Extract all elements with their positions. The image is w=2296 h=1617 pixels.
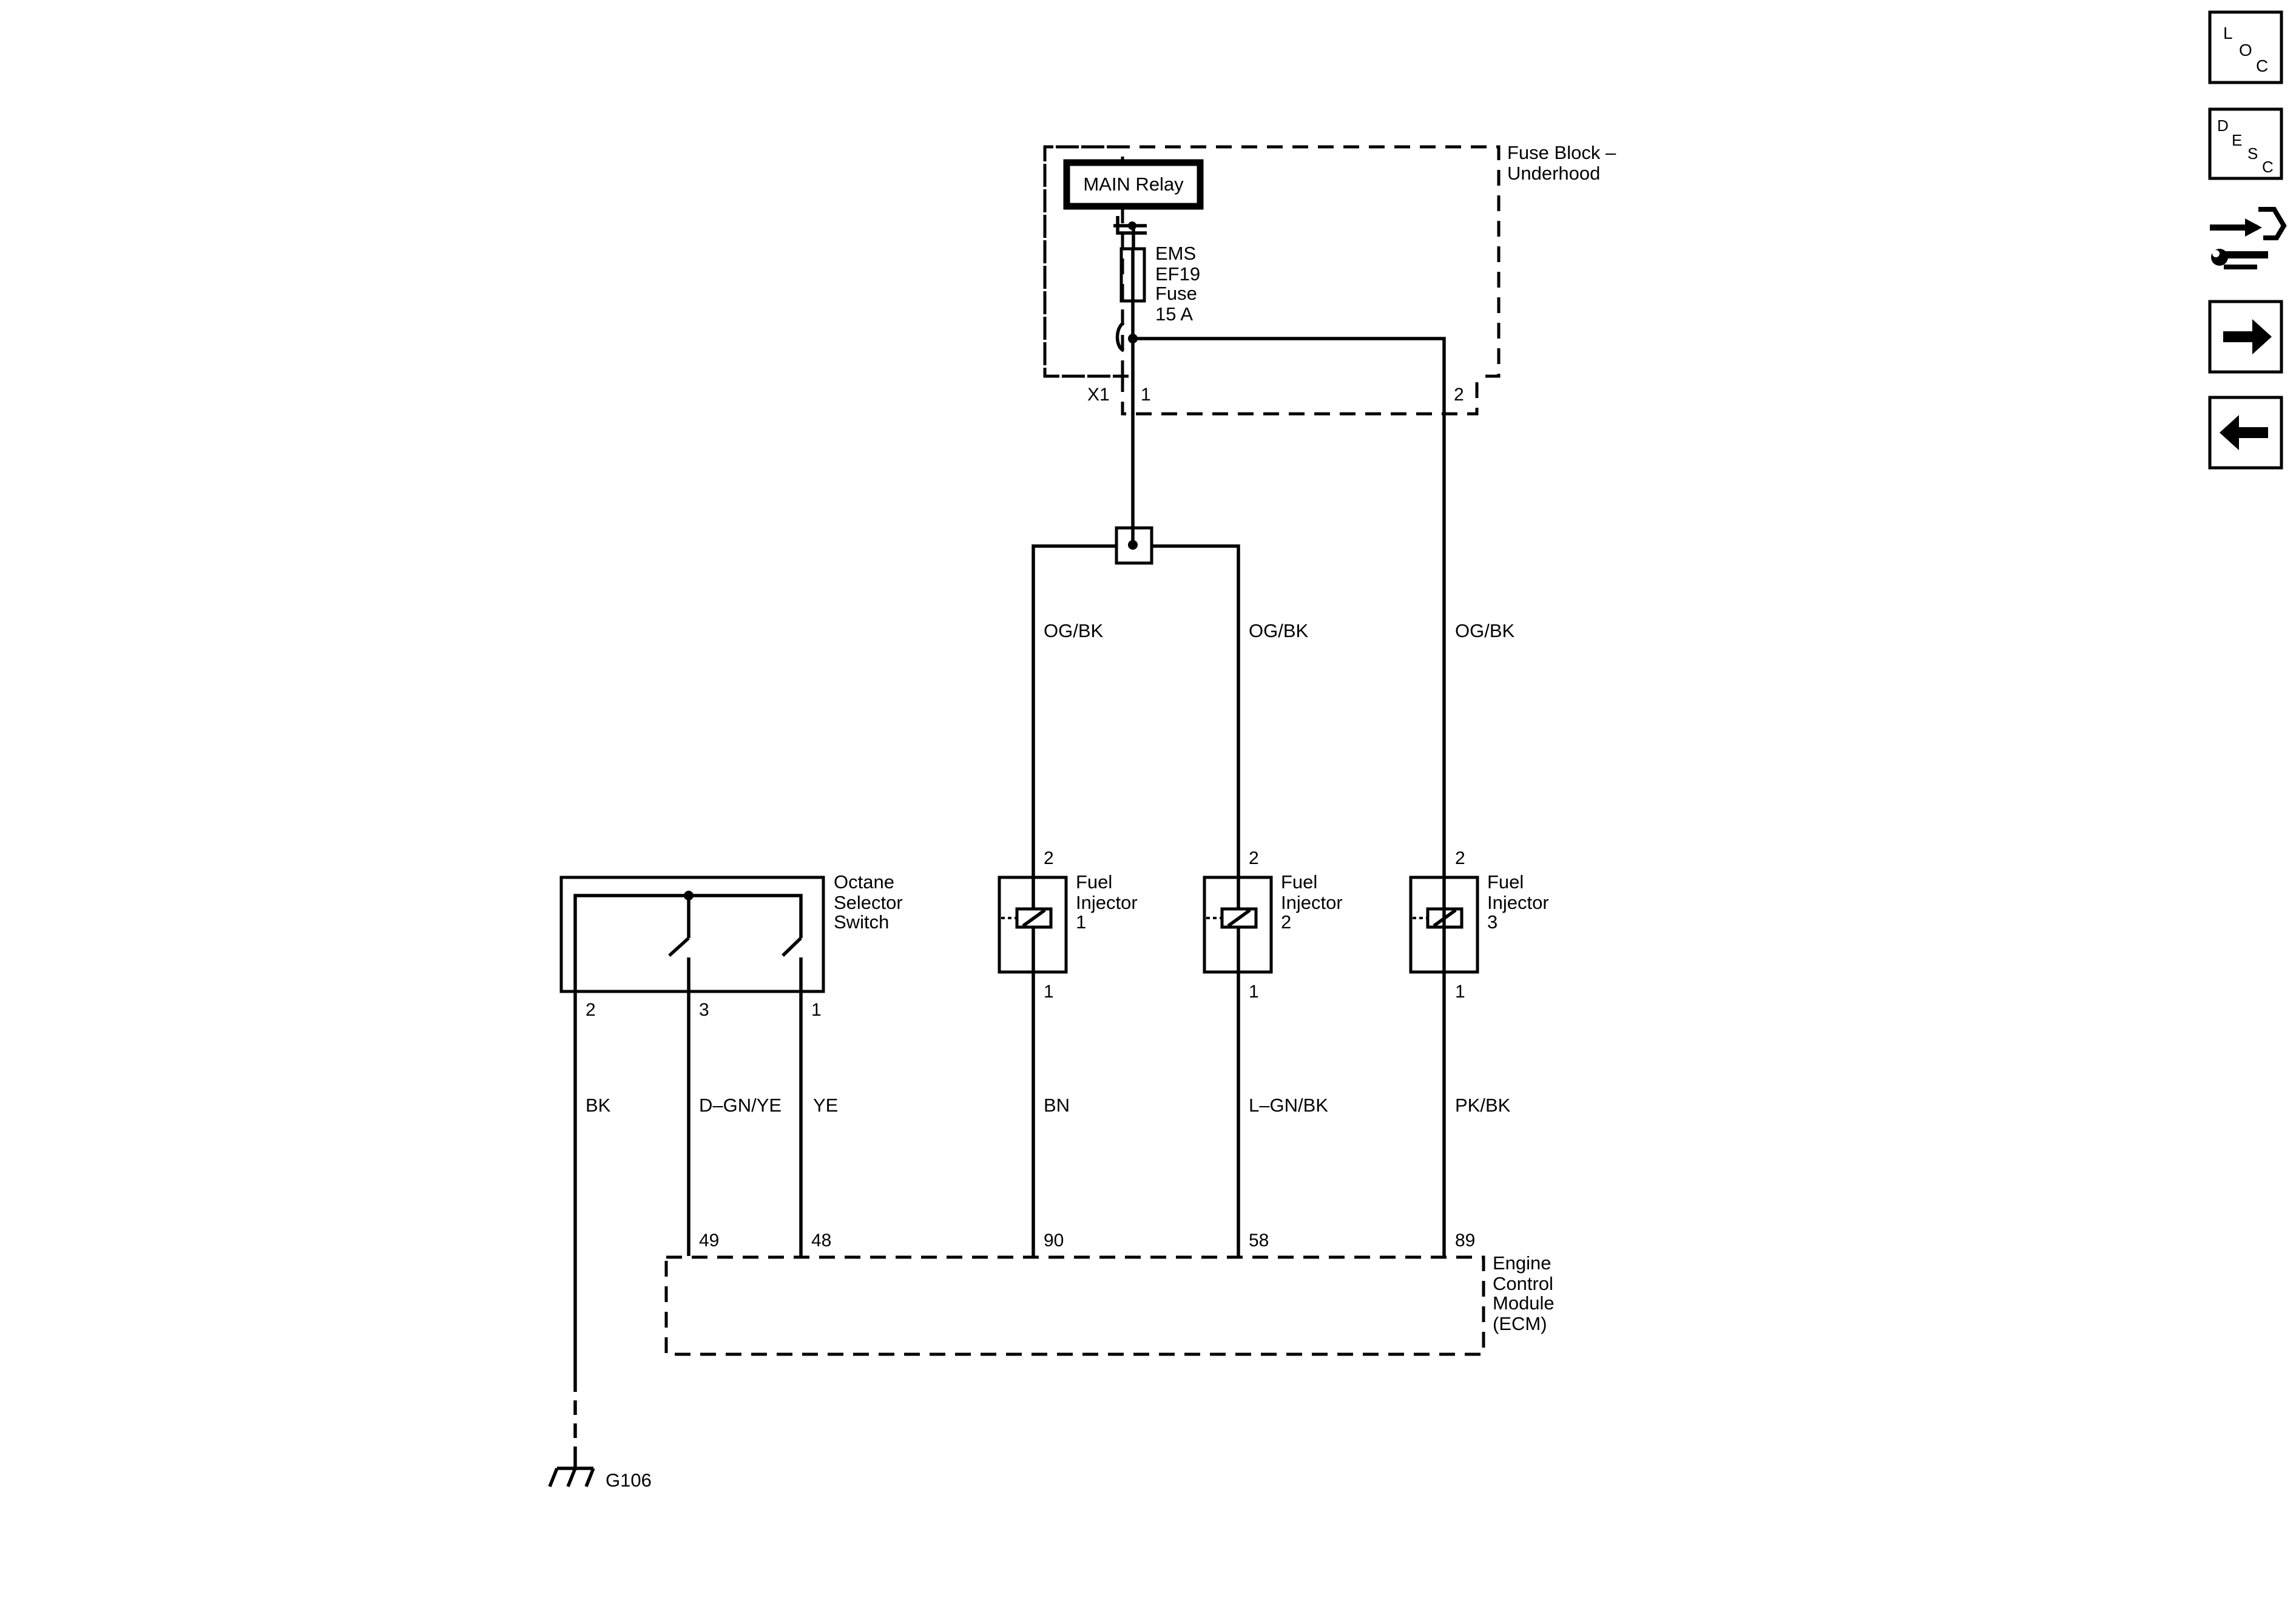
desc-letter-d: D	[2217, 116, 2229, 135]
wire-color-inj1-feed: OG/BK	[1044, 620, 1104, 641]
wire-color-inj3-feed: OG/BK	[1455, 620, 1515, 641]
wire-break-symbol	[1115, 321, 1125, 353]
wire-color-switch-pin2: BK	[586, 1095, 611, 1116]
ecm-label-line2: Control	[1493, 1273, 1553, 1294]
octane-selector-switch: 2 3 1 Octane Selector Switch	[559, 871, 903, 1377]
injector3-pin-1: 1	[1455, 982, 1465, 1002]
splice-node	[1128, 334, 1138, 343]
octane-switch-pin-2: 2	[586, 1000, 596, 1020]
injector2-label-line3: 2	[1281, 911, 1291, 933]
fuse-block-underhood: Fuse Block – Underhood MAIN Relay EMS EF…	[1043, 142, 1616, 1256]
ecm-pin-89: 89	[1455, 1230, 1475, 1251]
fuse-label-line3: Fuse	[1155, 283, 1197, 304]
loc-letter-o: O	[2239, 41, 2252, 59]
desc-button[interactable]: D E S C	[2208, 107, 2283, 180]
next-page-button[interactable]	[2208, 300, 2283, 374]
fuse-block-label-line1: Fuse Block –	[1507, 142, 1616, 163]
engine-control-module: 49 48 90 58 89 Engine Control Module (EC…	[664, 1230, 1555, 1356]
injector3-box	[1409, 876, 1479, 974]
switch-common-bus	[573, 894, 690, 1377]
feed-wire-injector2	[1152, 544, 1240, 862]
x1-pin-1: 1	[1141, 385, 1151, 405]
desc-letter-s: S	[2247, 144, 2258, 163]
fuse-label-line4: 15 A	[1155, 303, 1193, 325]
ground-label: G106	[606, 1470, 652, 1491]
fuse-label-line2: EF19	[1155, 263, 1200, 285]
injector3-label-line2: Injector	[1487, 892, 1549, 913]
injector1-label-line2: Injector	[1076, 892, 1138, 913]
octane-switch-label-line1: Octane	[834, 871, 894, 893]
splice-pack	[1032, 526, 1240, 862]
ecm-pin-90: 90	[1044, 1230, 1064, 1251]
fuel-injector-1: 2 1 Fuel Injector 1	[998, 848, 1138, 1256]
desc-letter-c: C	[2262, 158, 2274, 176]
octane-switch-box	[559, 876, 825, 993]
injector1-label-line3: 1	[1076, 911, 1086, 933]
injector2-pin-1: 1	[1249, 982, 1259, 1002]
injector3-pin-2: 2	[1455, 848, 1465, 868]
ground-g106: G106	[548, 1377, 652, 1491]
injector2-label-line1: Fuel	[1281, 871, 1317, 893]
ecm-pin-49: 49	[699, 1230, 719, 1251]
fuse-block-label-line2: Underhood	[1507, 163, 1600, 184]
wire-color-switch-pin1: YE	[813, 1095, 838, 1116]
relay-contact-node	[1128, 221, 1136, 230]
x1-connector-outline	[1121, 376, 1479, 416]
ecm-pin-48: 48	[811, 1230, 831, 1251]
fuse-block-outline	[1043, 145, 1501, 378]
arrow-left-icon	[2220, 415, 2268, 450]
switch-contact-3	[668, 936, 690, 957]
x1-connector-label: X1	[1087, 385, 1110, 405]
octane-switch-label-line3: Switch	[834, 911, 889, 933]
wire-color-inj3-ctrl: PK/BK	[1455, 1095, 1511, 1116]
loc-letter-l: L	[2223, 24, 2233, 42]
bus-to-injector3-wire	[1133, 337, 1446, 1256]
injector2-label-line2: Injector	[1281, 892, 1343, 913]
injector1-pin-1: 1	[1044, 982, 1054, 1002]
wire-color-switch-pin3: D–GN/YE	[699, 1095, 782, 1116]
ecm-label-line3: Module	[1493, 1292, 1555, 1314]
injector2-pin-2: 2	[1249, 848, 1259, 868]
octane-switch-label-line2: Selector	[834, 892, 903, 913]
injector3-label-line3: 3	[1487, 911, 1497, 933]
wire-color-inj1-ctrl: BN	[1044, 1095, 1070, 1116]
feed-wire-injector1	[1032, 544, 1116, 862]
connector-tool-button[interactable]	[2210, 207, 2287, 269]
ecm-pin-58: 58	[1249, 1230, 1269, 1251]
fuel-injector-3: 2 1 Fuel Injector 3	[1409, 848, 1549, 1002]
wire-color-inj2-ctrl: L–GN/BK	[1249, 1095, 1328, 1116]
desc-letter-e: E	[2232, 131, 2242, 149]
ecm-outline	[664, 1255, 1485, 1356]
injector1-label-line1: Fuel	[1076, 871, 1112, 893]
main-relay-label: MAIN Relay	[1083, 174, 1184, 195]
arrow-right-icon	[2223, 319, 2272, 354]
ecm-label-line4: (ECM)	[1493, 1313, 1547, 1334]
fuse-label-line1: EMS	[1155, 243, 1196, 264]
loc-button[interactable]: L O C	[2208, 10, 2283, 84]
ecm-label-line1: Engine	[1493, 1252, 1551, 1274]
previous-page-button[interactable]	[2208, 396, 2283, 470]
connector-wrench-icon	[2210, 207, 2287, 269]
octane-switch-pin-1: 1	[811, 1000, 822, 1020]
relay-contact	[1113, 216, 1147, 249]
fuel-injector-2: 2 1 Fuel Injector 2	[1203, 848, 1343, 1256]
wire-color-inj2-feed: OG/BK	[1249, 620, 1309, 641]
octane-switch-pin-3: 3	[699, 1000, 709, 1020]
injector3-label-line1: Fuel	[1487, 871, 1524, 893]
x1-pin-2: 2	[1454, 385, 1464, 405]
switch-contact-1	[782, 937, 802, 957]
main-relay-box	[1063, 159, 1204, 210]
injector1-pin-2: 2	[1044, 848, 1054, 868]
loc-letter-c: C	[2256, 56, 2268, 75]
